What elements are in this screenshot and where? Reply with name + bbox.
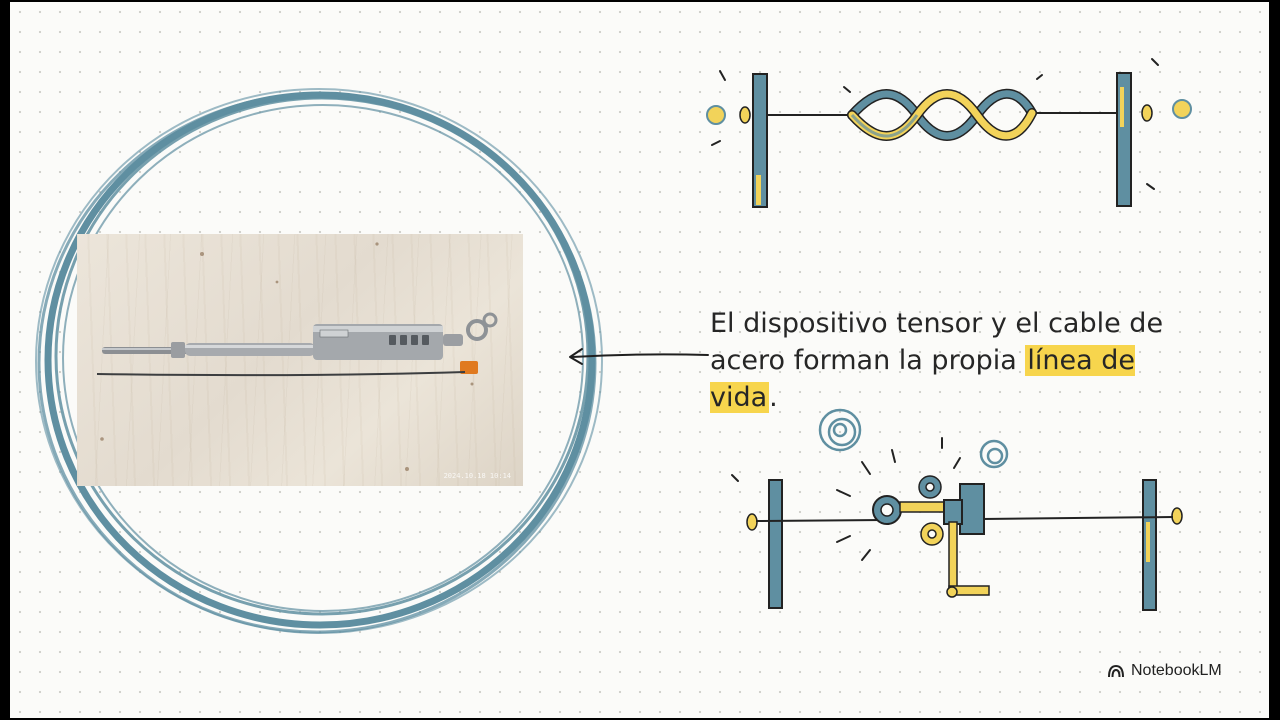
slide: 2024.10.18 10:14 El dispositivo tensor y… [10, 2, 1269, 718]
photo-timestamp: 2024.10.18 10:14 [443, 472, 511, 480]
sketch-circle-frame [35, 88, 603, 634]
caption-text: El dispositivo tensor y el cable de acer… [710, 308, 1164, 376]
arrow-left-icon [569, 348, 709, 365]
caption-period: . [769, 382, 778, 413]
wood-texture [77, 234, 523, 486]
slide-caption: El dispositivo tensor y el cable de acer… [710, 305, 1180, 416]
twisted-cable-illustration [706, 58, 1192, 208]
tensioner-device-image [96, 242, 498, 471]
notebooklm-brand: NotebookLM [1107, 659, 1222, 683]
tensioner-crank-illustration [731, 408, 1183, 611]
notebooklm-logo-icon [1108, 664, 1124, 678]
brand-name: NotebookLM [1131, 662, 1222, 679]
tensioner-photo: 2024.10.18 10:14 [77, 234, 523, 486]
